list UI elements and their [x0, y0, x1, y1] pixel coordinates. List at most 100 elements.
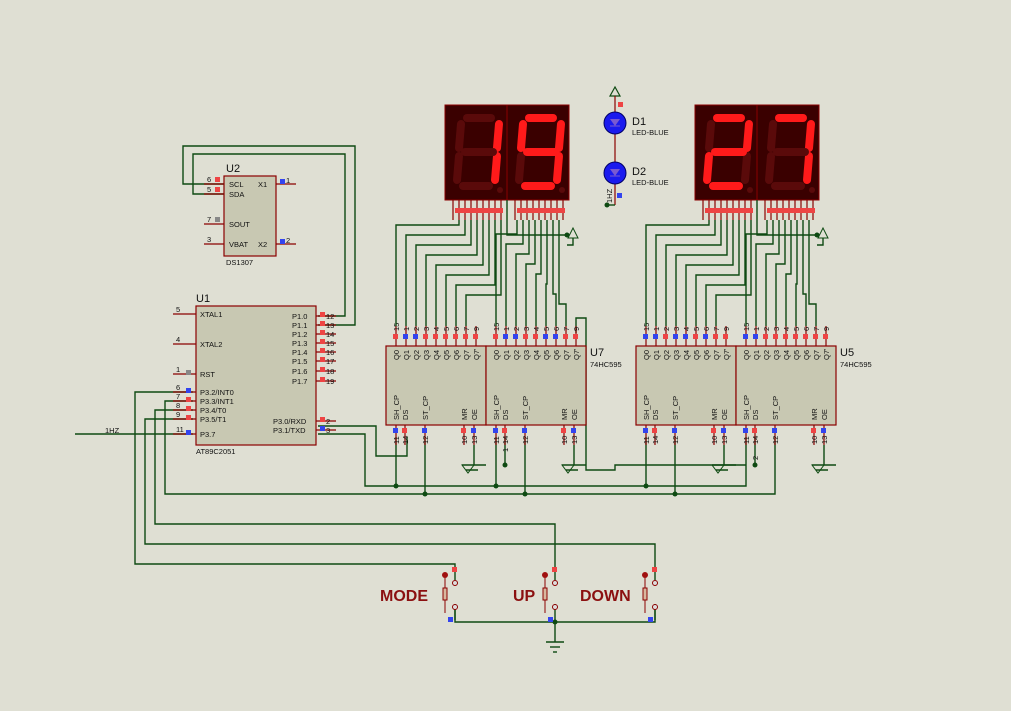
pin-number: 14 [501, 436, 510, 444]
pin-state-marker [443, 334, 448, 339]
pin-number: 9 [176, 410, 180, 419]
pin-name: Q1 [752, 350, 761, 360]
segment-c [741, 152, 751, 184]
pin-number: 14 [651, 436, 660, 444]
button-mode[interactable]: MODE [380, 567, 458, 622]
junction-dot [493, 483, 499, 489]
pin-number: 6 [702, 327, 711, 331]
pin-state-marker [683, 334, 688, 339]
pin-name: Q6 [802, 350, 811, 360]
shift-register-u7[interactable]: U774HC59515Q01Q12Q23Q34Q45Q56Q67Q79Q7'11… [385, 323, 622, 474]
pin-number: 14 [326, 330, 334, 339]
pin-name: OE [720, 409, 729, 420]
u1-mcu-chip[interactable]: U1 AT89C2051 5XTAL14XTAL21RST6P3.2/INT07… [173, 293, 336, 456]
pin-name: SDA [229, 190, 244, 199]
pin-name: Q3 [672, 350, 681, 360]
pin-number: 1 [402, 327, 411, 331]
pin-name: Q7' [722, 348, 731, 360]
pin-number: 13 [326, 321, 334, 330]
pin-number: 4 [432, 327, 441, 331]
pin-name: Q2 [412, 350, 421, 360]
pin-name: SH_CP [492, 395, 501, 420]
wire [552, 220, 557, 326]
pin-name: P3.5/T1 [200, 415, 226, 424]
pin-number: 11 [176, 425, 184, 434]
pin-state-marker [280, 239, 285, 244]
pin-state-marker [215, 177, 220, 182]
pin-name: P3.7 [200, 430, 215, 439]
pin-name: ST_CP [671, 396, 680, 420]
led-d2[interactable]: D2 LED-BLUE [603, 161, 669, 187]
led-d1-part: LED-BLUE [632, 128, 669, 137]
u1-part: AT89C2051 [196, 447, 235, 456]
pin-name: DS [651, 410, 660, 420]
pin-number: 12 [771, 436, 780, 444]
pin-state-marker [320, 426, 325, 431]
led-d1[interactable]: D1 LED-BLUE [603, 111, 669, 137]
pin-name: Q2 [512, 350, 521, 360]
pin-name: Q0 [642, 350, 651, 360]
button-up[interactable]: UP [513, 567, 558, 622]
pin-number: 12 [421, 436, 430, 444]
pin-state-marker [461, 428, 466, 433]
wire [795, 220, 798, 326]
pin-state-marker [652, 428, 657, 433]
pin-name: Q4 [782, 350, 791, 360]
ground-symbol-icon [811, 464, 825, 474]
pin-name: ST_CP [771, 396, 780, 420]
wire [318, 425, 408, 457]
pin-name: P1.0 [292, 312, 307, 321]
pin-state-marker [563, 334, 568, 339]
pin-state-marker [493, 428, 498, 433]
pin-state-marker [502, 428, 507, 433]
pin-number: 10 [560, 436, 569, 444]
net-label-1hz: 1HZ [105, 426, 120, 435]
pin-name: Q2 [762, 350, 771, 360]
pin-number: 3 [522, 327, 531, 331]
pin-state-marker [713, 334, 718, 339]
button-down[interactable]: DOWN [580, 567, 658, 622]
wire [405, 220, 466, 326]
wire [424, 437, 776, 495]
pin-number: 1 [286, 176, 290, 185]
sr-part: 74HC595 [590, 360, 622, 369]
pin-state-marker [320, 377, 325, 382]
pin-state-marker [320, 357, 325, 362]
pin-number: 7 [462, 327, 471, 331]
pin-state-marker [453, 334, 458, 339]
pin-state-marker [471, 428, 476, 433]
pin-number: 7 [812, 327, 821, 331]
pin-name: OE [570, 409, 579, 420]
pin-name: Q3 [422, 350, 431, 360]
pin-state-marker [753, 334, 758, 339]
pin-number: 15 [742, 323, 751, 331]
pin-name: Q7 [462, 350, 471, 360]
wire [705, 220, 746, 326]
pin-state-marker [653, 334, 658, 339]
pin-number: 2 [662, 327, 671, 331]
sr-chip-body [635, 345, 737, 426]
segment-c [491, 152, 501, 184]
pin-state-marker [186, 430, 191, 435]
pin-number: 1 [752, 327, 761, 331]
pin-name: Q1 [502, 350, 511, 360]
pin-number: 11 [642, 436, 651, 444]
segment-c [803, 152, 813, 184]
pin-state-marker [813, 334, 818, 339]
shift-register-u5[interactable]: U574HC59515Q01Q12Q23Q34Q45Q56Q67Q79Q7'11… [635, 323, 872, 474]
pin-number: 1 [176, 365, 180, 374]
pin-state-marker [793, 334, 798, 339]
pin-state-marker [413, 334, 418, 339]
pin-state-marker [513, 334, 518, 339]
button-label: MODE [380, 588, 428, 605]
pin-state-marker [721, 428, 726, 433]
led-d2-part: LED-BLUE [632, 178, 669, 187]
seven-segment-display-2[interactable] [645, 104, 829, 326]
pin-name: ST_CP [421, 396, 430, 420]
pin-number: 10 [710, 436, 719, 444]
pin-number: 13 [570, 436, 579, 444]
pin-number: 7 [176, 392, 180, 401]
seven-segment-display-1[interactable] [395, 104, 579, 326]
